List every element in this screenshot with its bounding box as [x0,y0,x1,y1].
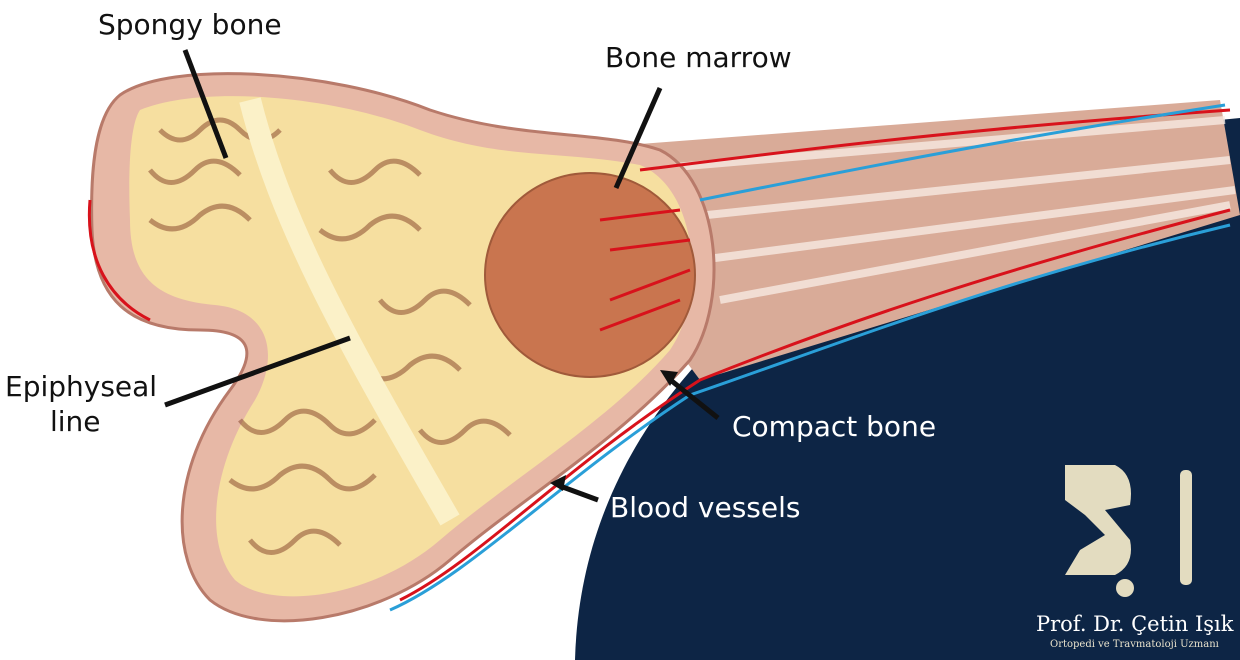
blood-vessels [87,103,1231,612]
trabecular-pattern [148,117,512,555]
logo-mark [1065,465,1192,597]
label-spongy-bone: Spongy bone [98,8,282,41]
arrow-spongy-bone [182,49,229,159]
logo-subtitle: Ortopedi ve Travmatoloji Uzmanı [1050,639,1219,650]
logo-title: Prof. Dr. Çetin Işık [1036,612,1234,636]
bone-shaft [560,100,1240,380]
arrow-blood-vessels [559,483,599,503]
arrow-compact-bone [666,376,720,420]
label-compact-bone: Compact bone [732,410,937,443]
label-blood-vessels: Blood vessels [610,491,801,524]
bone-marrow [484,172,696,378]
arrow-epiphyseal-line [164,335,351,408]
pointer-arrows [164,49,720,503]
arrow-bone-marrow [613,86,663,190]
epiphyseal-line-band [239,97,460,526]
label-epiphyseal-line-2: line [50,405,101,438]
label-bone-marrow: Bone marrow [605,41,792,74]
label-epiphyseal-line-1: Epiphyseal [5,370,158,403]
